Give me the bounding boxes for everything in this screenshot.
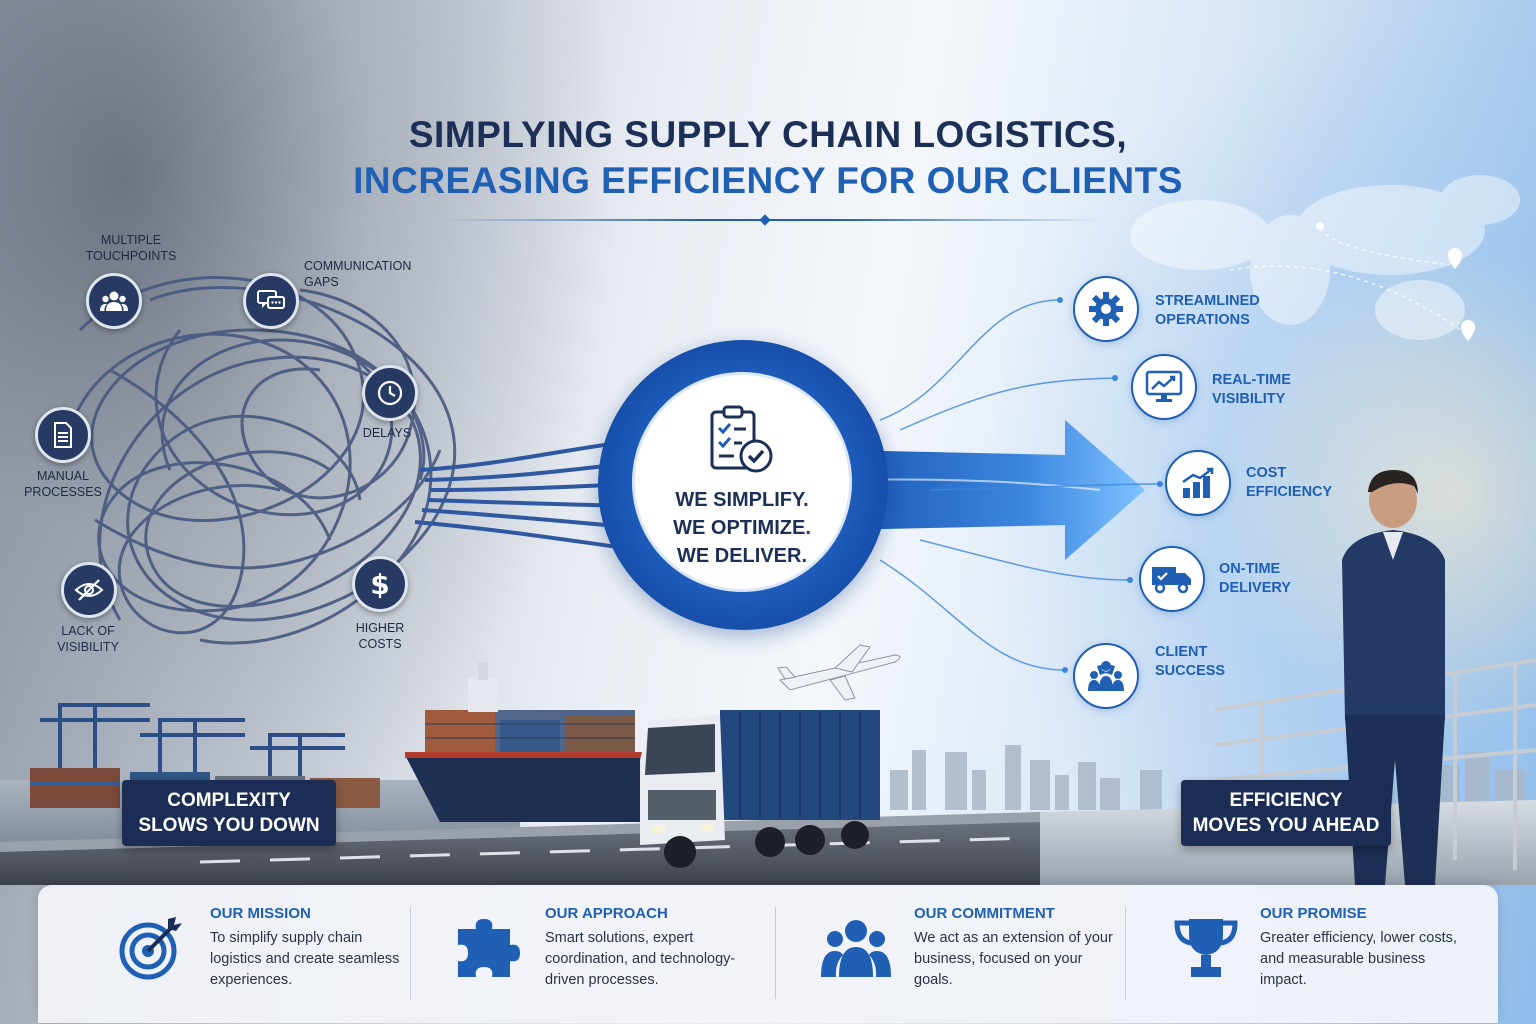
- center-tagline: WE SIMPLIFY. WE OPTIMIZE. WE DELIVER.: [673, 489, 811, 567]
- promise-title: OUR PROMISE: [1260, 905, 1367, 922]
- bar-chart-up-icon: [1165, 450, 1231, 516]
- group-icon: [86, 273, 142, 329]
- chat-icon: [243, 273, 299, 329]
- headline-line-2: INCREASING EFFICIENCY FOR OUR CLIENTS: [353, 160, 1183, 201]
- commitment-text: We act as an extension of your business,…: [914, 930, 1113, 988]
- pain-label-manual: MANUAL PROCESSES: [24, 469, 102, 499]
- approach-title: OUR APPROACH: [545, 905, 668, 922]
- airplane: [777, 644, 901, 701]
- benefit-label-success: CLIENT SUCCESS: [1155, 644, 1226, 679]
- mission-title: OUR MISSION: [210, 905, 311, 922]
- column-divider: [410, 907, 411, 999]
- trophy-icon: [1171, 913, 1241, 983]
- clipboard-check-icon: [706, 404, 776, 476]
- pain-label-costs: HIGHER COSTS: [355, 621, 405, 651]
- progress-arrow: [840, 420, 1145, 560]
- pain-label-delays: DELAYS: [362, 426, 412, 440]
- benefit-label-visibility: REAL-TIME VISIBILITY: [1212, 372, 1291, 407]
- promise-text: Greater efficiency, lower costs, and mea…: [1260, 930, 1457, 988]
- semi-truck: [640, 710, 880, 868]
- pain-label-touchpoints: MULTIPLE TOUCHPOINTS: [85, 233, 177, 263]
- benefit-label-streamlined: STREAMLINED OPERATIONS: [1155, 293, 1260, 328]
- target-icon: [116, 913, 186, 983]
- port-cranes: [40, 703, 345, 790]
- mission-column: OUR MISSION To simplify supply chain log…: [210, 905, 415, 1005]
- approach-column: OUR APPROACH Smart solutions, expert coo…: [545, 905, 750, 1005]
- benefit-label-delivery: ON-TIME DELIVERY: [1219, 561, 1291, 596]
- document-icon: [35, 407, 91, 463]
- mission-text: To simplify supply chain logistics and c…: [210, 930, 400, 988]
- people-success-icon: [1073, 643, 1139, 709]
- truck-icon: [1139, 546, 1205, 612]
- headline-line-1: SIMPLYING SUPPLY CHAIN LOGISTICS,: [408, 114, 1128, 155]
- puzzle-icon: [454, 913, 524, 983]
- benefit-connectors: [879, 299, 1161, 671]
- commitment-column: OUR COMMITMENT We act as an extension of…: [914, 905, 1119, 1005]
- map-pin-icon: [1316, 222, 1475, 341]
- pain-label-visibility: LACK OF VISIBILITY: [57, 624, 119, 654]
- pain-label-communication: COMMUNICATION GAPS: [304, 259, 412, 289]
- banner-complexity: COMPLEXITY SLOWS YOU DOWN: [122, 780, 336, 846]
- banner-efficiency: EFFICIENCY MOVES YOU AHEAD: [1181, 780, 1391, 846]
- clock-icon: [362, 365, 418, 421]
- column-divider: [775, 907, 776, 999]
- values-panel: OUR MISSION To simplify supply chain log…: [38, 885, 1498, 1023]
- world-map-graphic: [1130, 175, 1520, 340]
- column-divider: [1125, 907, 1126, 999]
- approach-text: Smart solutions, expert coordination, an…: [545, 930, 736, 988]
- promise-column: OUR PROMISE Greater efficiency, lower co…: [1260, 905, 1465, 1005]
- commitment-title: OUR COMMITMENT: [914, 905, 1055, 922]
- team-icon: [821, 913, 891, 983]
- tangled-wires: [68, 276, 457, 645]
- gear-icon: [1073, 276, 1139, 342]
- monitor-chart-icon: [1131, 354, 1197, 420]
- eye-off-icon: [61, 562, 117, 618]
- cargo-ship: [405, 662, 650, 822]
- dollar-icon: $: [352, 556, 408, 612]
- benefit-label-cost: COST EFFICIENCY: [1246, 465, 1333, 500]
